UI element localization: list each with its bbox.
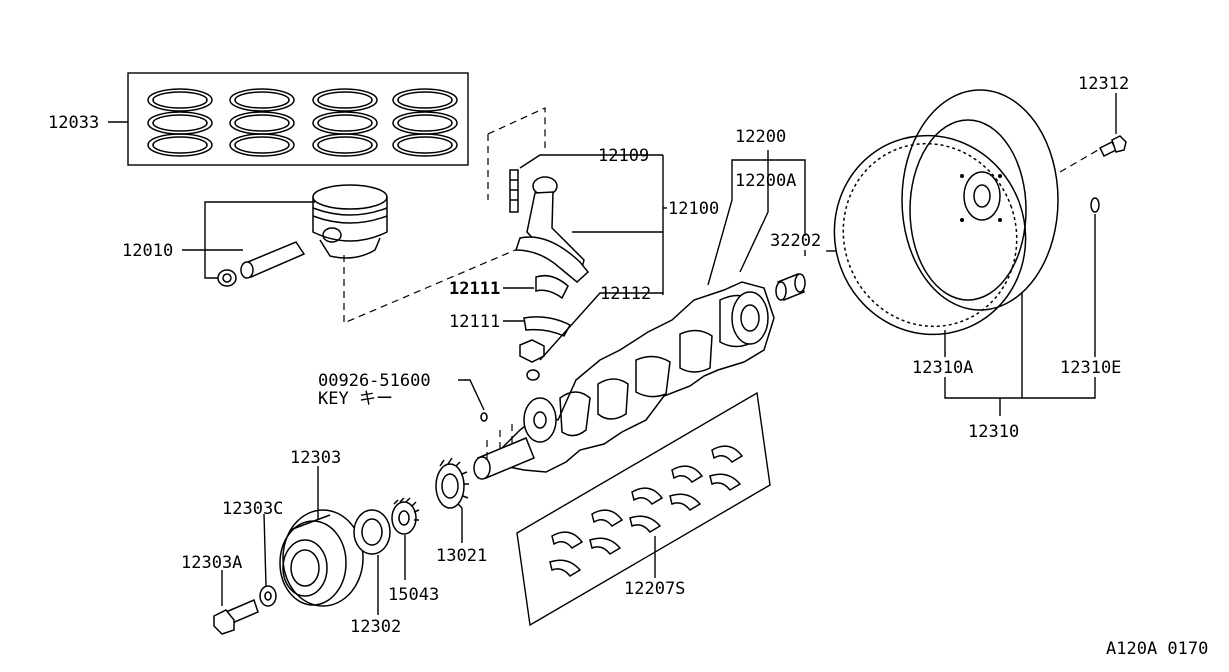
callout-12010: 12010 — [122, 241, 173, 261]
flywheel-bolt-illustration — [1098, 135, 1127, 158]
callout-32202: 32202 — [770, 231, 821, 251]
callout-13021: 13021 — [436, 546, 487, 566]
callout-15043: 15043 — [388, 585, 439, 605]
callout-12303a: 12303A — [181, 553, 242, 573]
callout-12111-lower: 12111 — [449, 312, 500, 332]
connecting-rod-illustration — [509, 169, 590, 381]
callout-12310e: 12310E — [1060, 358, 1121, 378]
piston-ring-set-illustration — [127, 72, 469, 166]
callout-12302: 12302 — [350, 617, 401, 637]
crank-pulley-illustration — [279, 509, 364, 607]
callout-12109: 12109 — [598, 146, 649, 166]
flywheel-dowel-illustration — [1090, 197, 1100, 213]
piston-illustration — [217, 184, 388, 287]
callout-12111-upper: 12111 — [449, 279, 500, 299]
crank-sprocket-illustration — [435, 457, 469, 509]
callout-12200: 12200 — [735, 127, 786, 147]
diagram-code-label: A120A 0170 — [1106, 639, 1208, 659]
callout-12310: 12310 — [968, 422, 1019, 442]
callout-12303: 12303 — [290, 448, 341, 468]
main-bearing-set-illustration — [516, 391, 771, 627]
callout-12312: 12310A — [912, 358, 973, 378]
callout-00926-51600: 00926-51600 — [318, 371, 431, 391]
callout-12112: 12112 — [600, 284, 651, 304]
crankshaft-illustration — [473, 281, 775, 480]
key-note-label: KEY キー — [318, 389, 393, 409]
callout-12310a: 12312 — [1078, 74, 1129, 94]
oil-pump-gear-illustration — [391, 497, 420, 535]
callout-12207s: 12207S — [624, 579, 685, 599]
pulley-washer-illustration — [259, 585, 277, 607]
callout-12303c: 12303C — [222, 499, 283, 519]
callout-12033: 12033 — [48, 113, 99, 133]
flywheel-illustration — [833, 89, 1059, 336]
pulley-bolt-illustration — [213, 598, 259, 635]
pilot-bushing-illustration — [775, 273, 806, 301]
callout-12200a: 12200A — [735, 171, 796, 191]
pulley-spacer-illustration — [353, 509, 391, 555]
callout-12100: 12100 — [668, 199, 719, 219]
